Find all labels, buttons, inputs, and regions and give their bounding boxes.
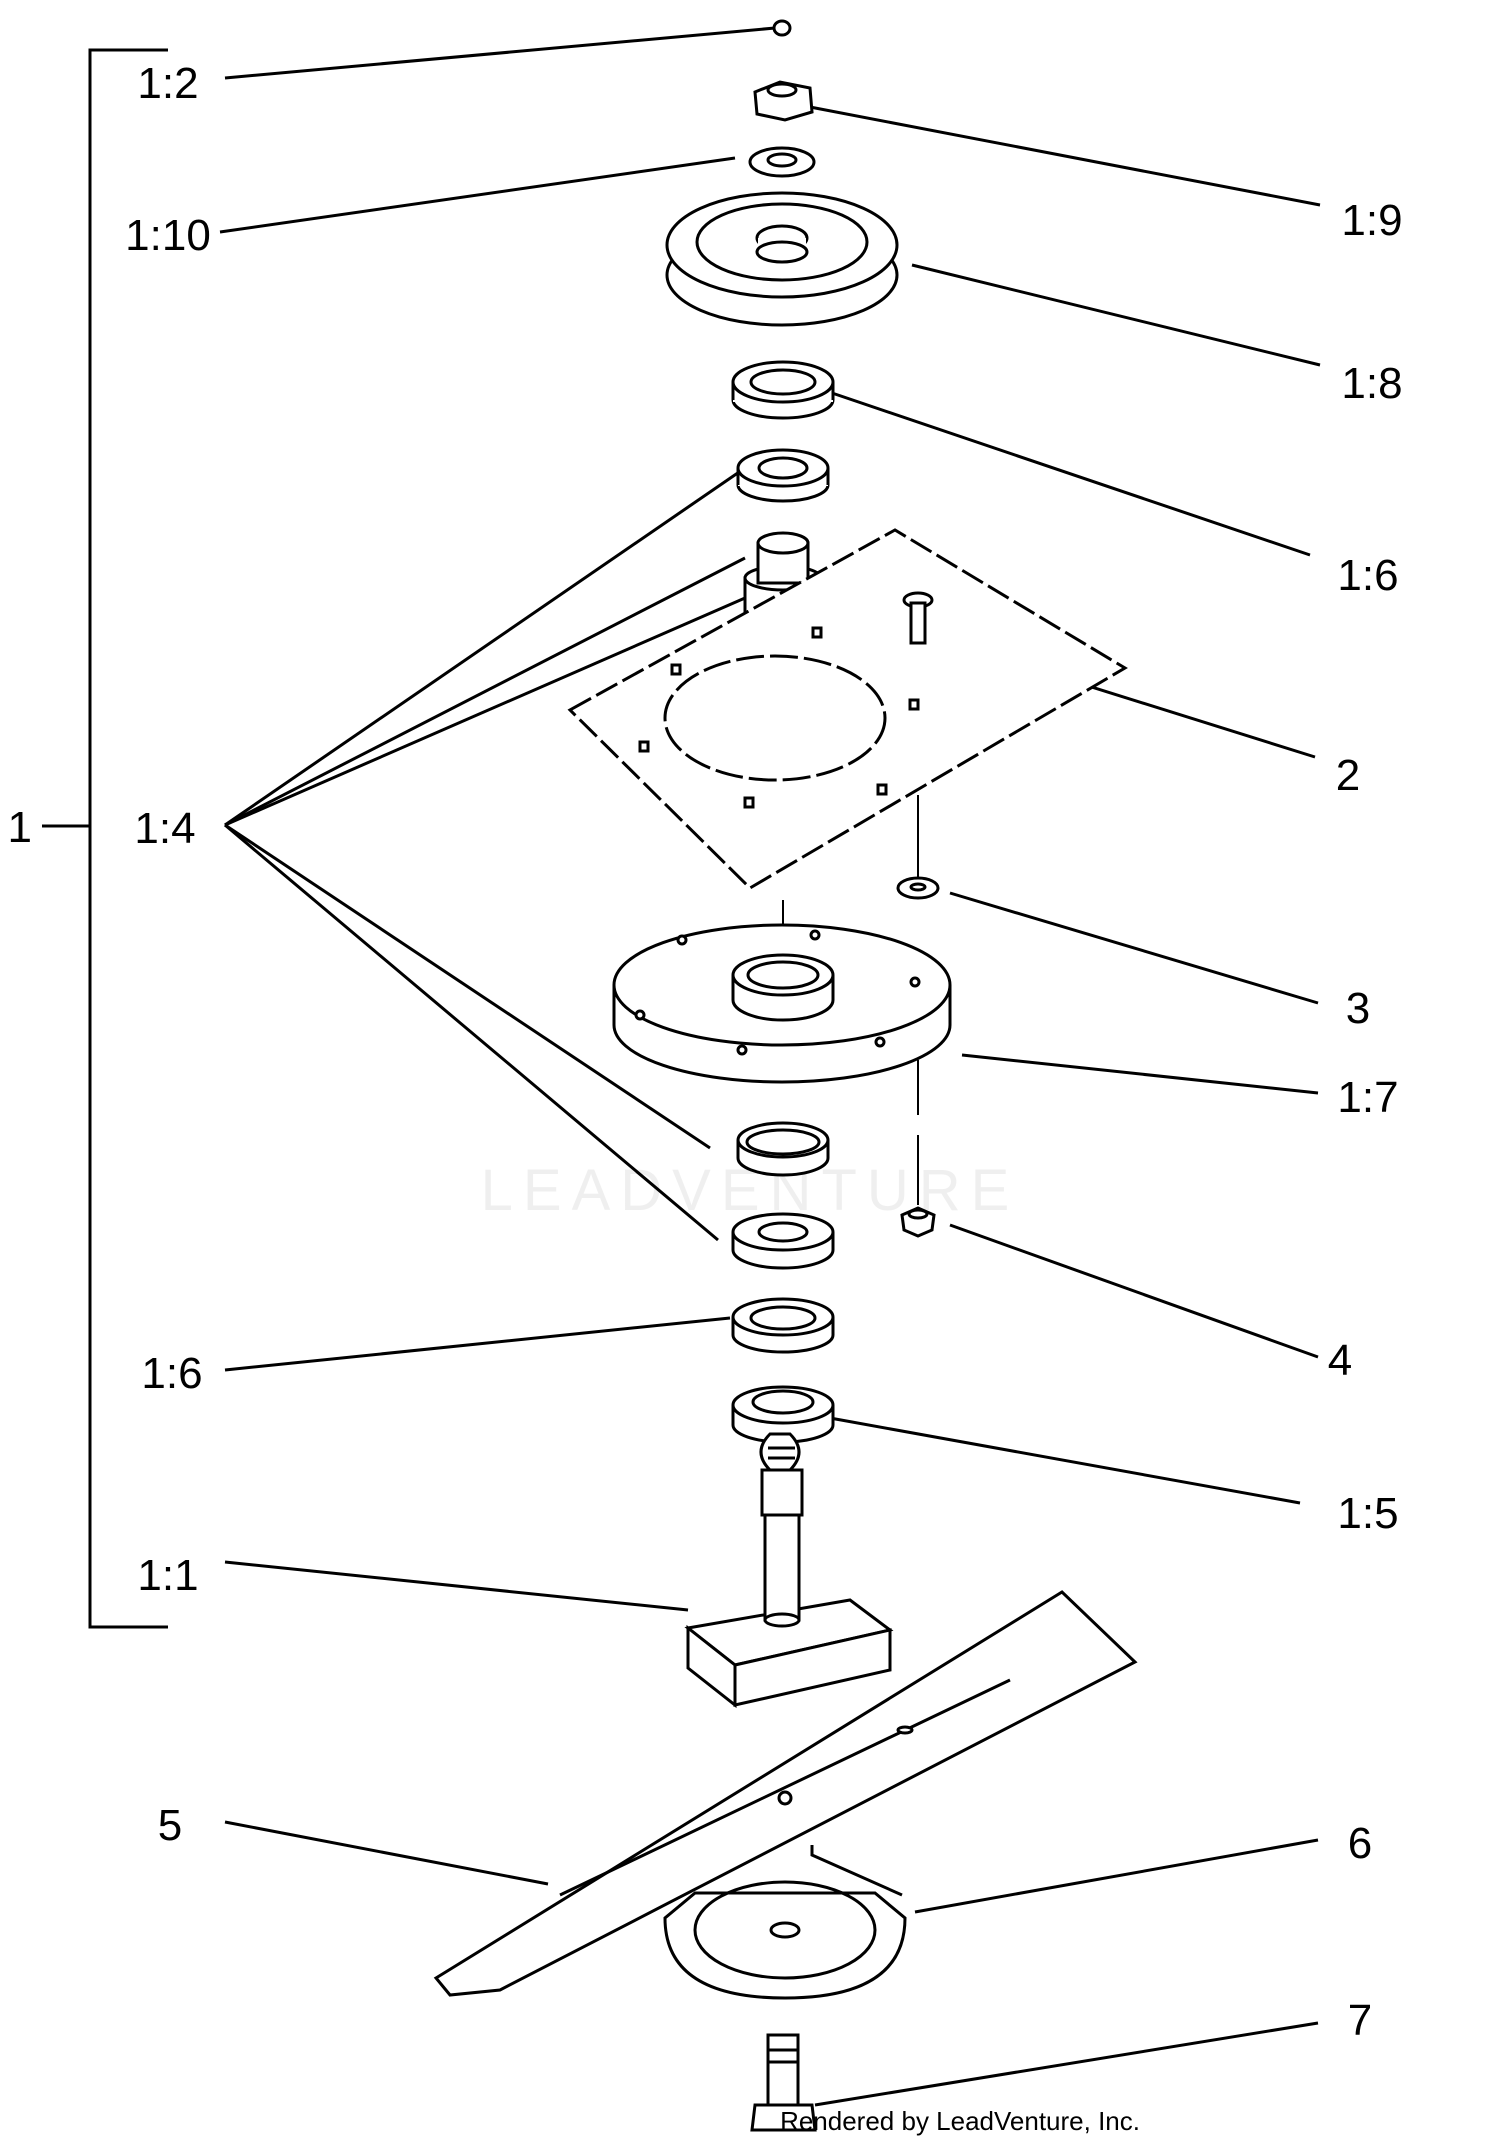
part-1-7-housing-icon bbox=[612, 923, 952, 1084]
callout-1-4: 1:4 bbox=[134, 804, 195, 853]
callout-6: 6 bbox=[1348, 1819, 1372, 1868]
callout-1-8: 1:8 bbox=[1341, 359, 1402, 408]
callout-2: 2 bbox=[1336, 751, 1360, 800]
part-7-bolt-icon bbox=[750, 2033, 817, 2132]
assembly-bracket bbox=[42, 48, 168, 1629]
callout-3: 3 bbox=[1346, 984, 1370, 1033]
part-6-cup-icon bbox=[663, 1845, 907, 2000]
part-1-4-bearing-lower-icon bbox=[731, 1212, 835, 1270]
callout-labels: 1 1:2 1:10 1:9 1:8 1:6 2 1:4 3 1:7 4 1:6… bbox=[8, 59, 1403, 2045]
part-1-6-spacer-lower-icon bbox=[731, 1297, 835, 1354]
part-2-bolt-icon bbox=[902, 591, 934, 645]
part-5-blade-icon bbox=[433, 1590, 1138, 1997]
credit-text: Rendered by LeadVenture, Inc. bbox=[780, 2106, 1140, 2136]
part-1-2-icon bbox=[772, 19, 792, 37]
callout-1-7: 1:7 bbox=[1337, 1073, 1398, 1122]
callout-1-6-upper: 1:6 bbox=[1337, 551, 1398, 600]
part-3-washer-icon bbox=[896, 876, 940, 900]
callout-1-2: 1:2 bbox=[137, 59, 198, 108]
callout-1-10: 1:10 bbox=[125, 211, 211, 260]
part-1-10-washer-icon bbox=[748, 146, 816, 178]
parts bbox=[433, 19, 1138, 2132]
callout-4: 4 bbox=[1328, 1336, 1352, 1385]
part-1-9-hex-nut-icon bbox=[753, 80, 814, 122]
callout-1-1: 1:1 bbox=[137, 1551, 198, 1600]
callout-7: 7 bbox=[1348, 1996, 1372, 2045]
callout-1: 1 bbox=[8, 803, 32, 852]
callout-1-6-lower: 1:6 bbox=[141, 1349, 202, 1398]
part-1-6-spacer-icon bbox=[731, 360, 835, 420]
part-4-nut-icon bbox=[900, 1206, 936, 1238]
part-1-4-race-icon bbox=[736, 1121, 830, 1177]
part-1-1-spindle-icon bbox=[684, 1432, 894, 1709]
callout-5: 5 bbox=[158, 1801, 182, 1850]
callout-1-5: 1:5 bbox=[1337, 1489, 1398, 1538]
part-1-8-pulley-icon bbox=[665, 191, 899, 327]
part-1-4-bearing-icon bbox=[736, 448, 830, 503]
part-1-5-seal-icon bbox=[731, 1385, 835, 1444]
deck-plate-icon bbox=[567, 528, 1128, 890]
callout-1-9: 1:9 bbox=[1341, 196, 1402, 245]
